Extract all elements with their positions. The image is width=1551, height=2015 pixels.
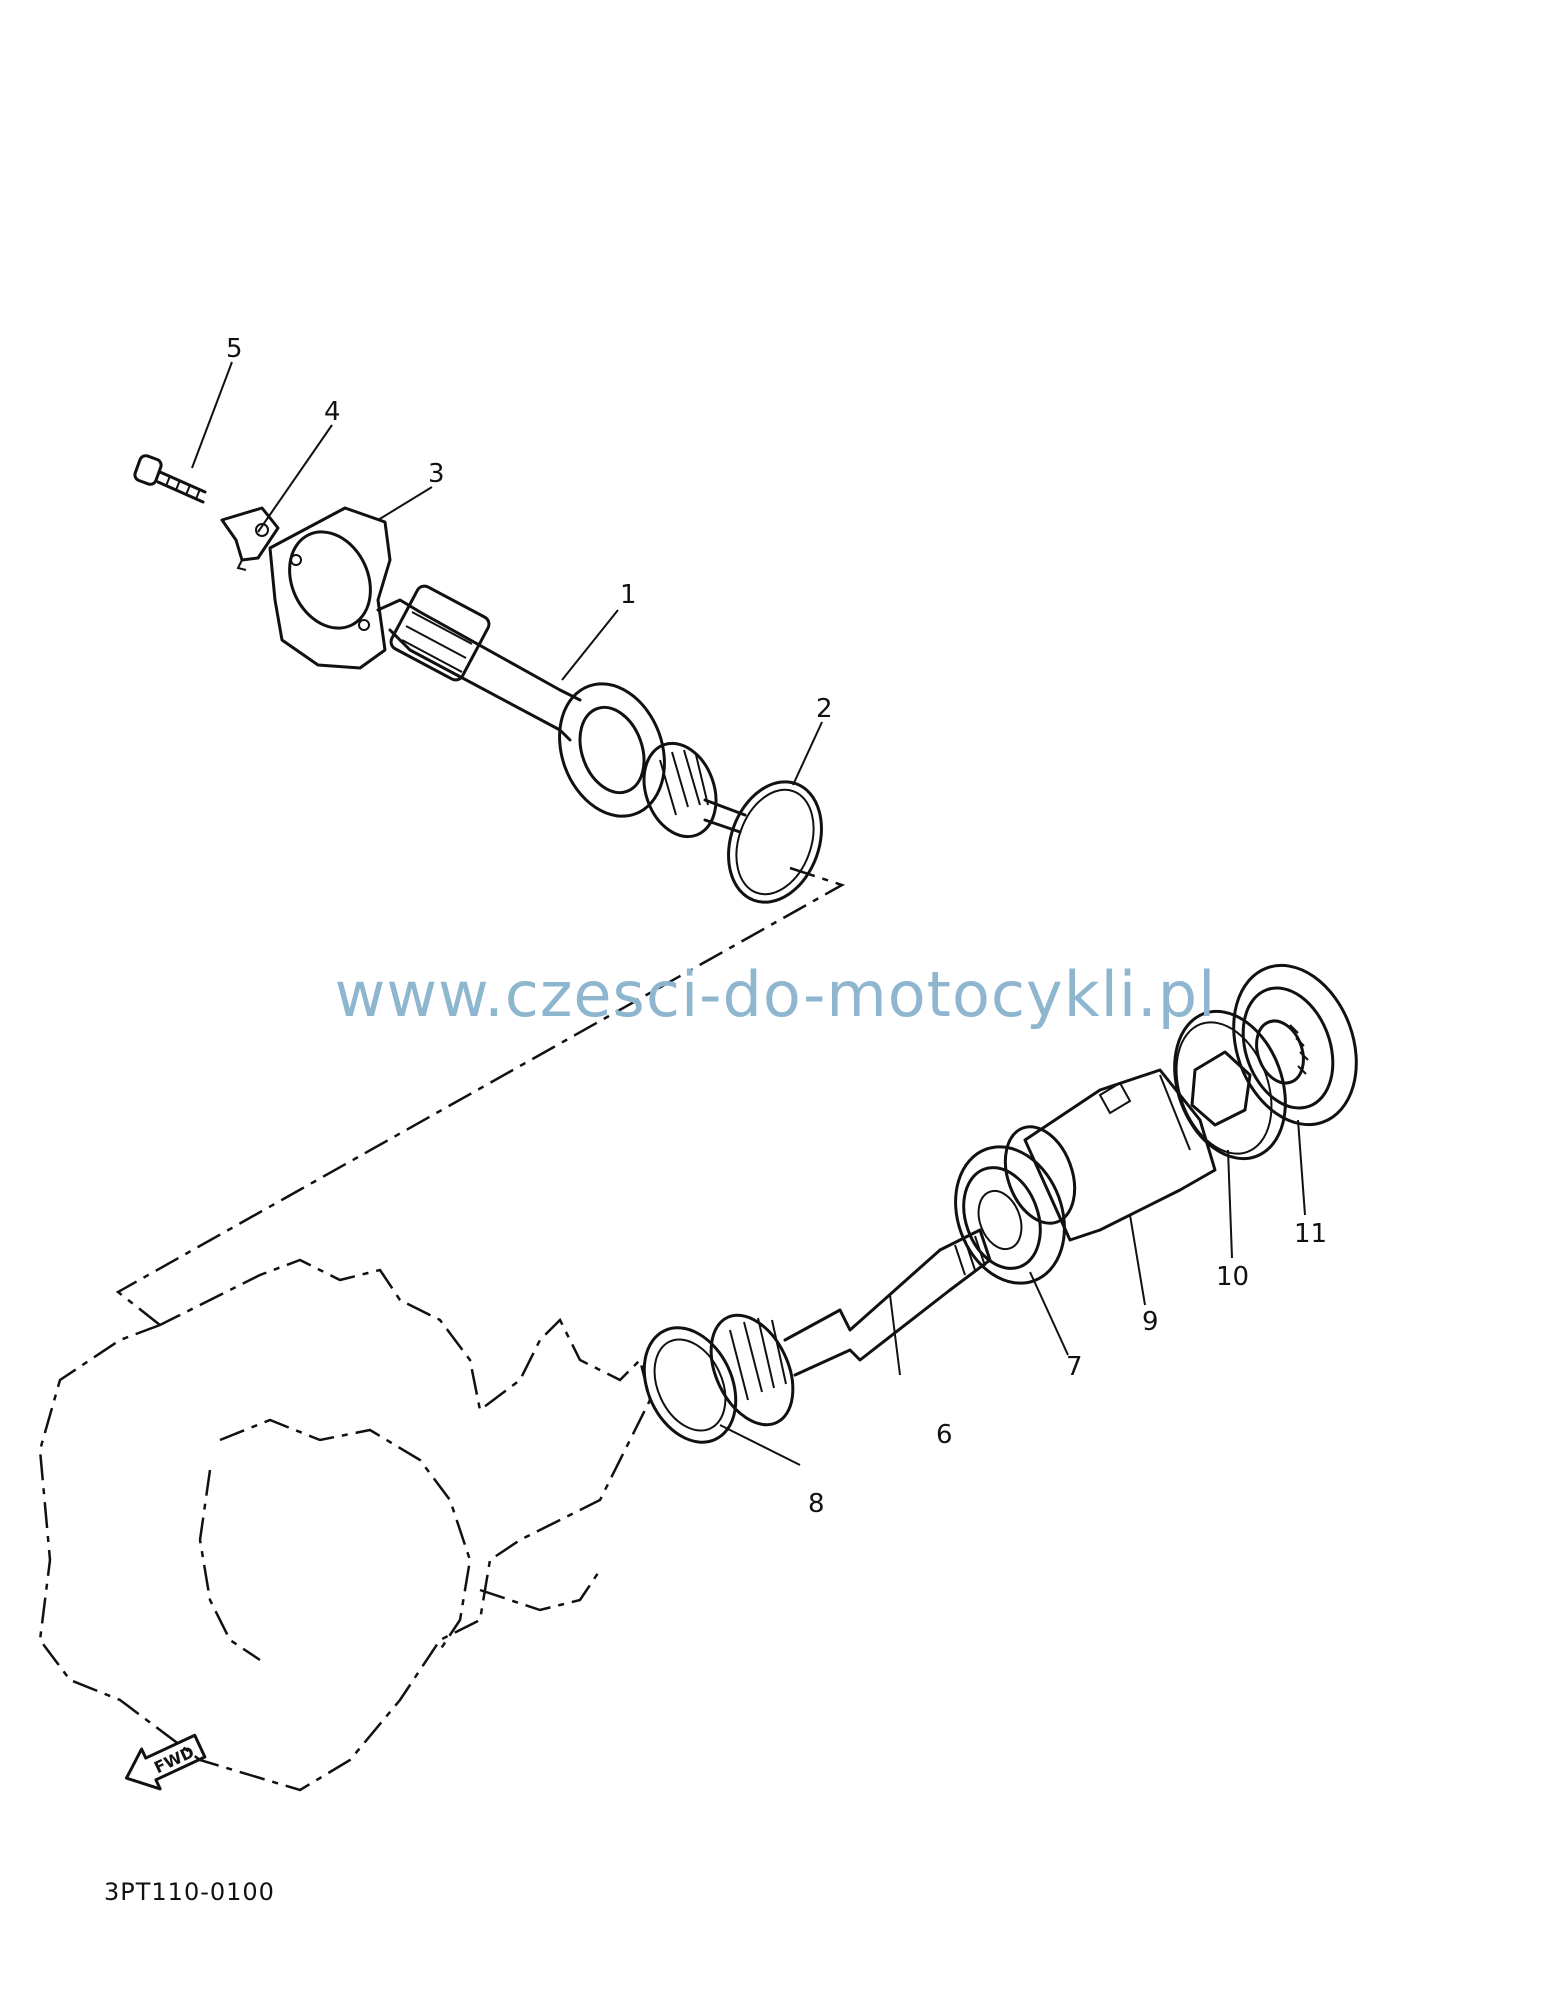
callout-11: 11 — [1294, 1219, 1327, 1249]
callout-9: 9 — [1142, 1307, 1159, 1337]
callout-3: 3 — [428, 459, 445, 489]
part-10-washer — [1173, 1009, 1287, 1161]
callout-5: 5 — [226, 334, 243, 364]
part-1-shaft — [376, 584, 747, 839]
part-11-cap — [1232, 963, 1358, 1127]
part-7-bearing — [954, 1145, 1066, 1285]
callout-8: 8 — [808, 1489, 825, 1519]
callout-7: 7 — [1066, 1352, 1083, 1382]
part-6-shaft — [709, 1228, 992, 1427]
part-3-gasket — [268, 506, 392, 670]
callouts: 5 4 3 1 2 6 7 8 9 10 11 — [226, 334, 1327, 1519]
assembly-leader-line — [115, 866, 846, 1326]
part-5-bolt — [133, 454, 207, 504]
part-8-ring — [642, 1326, 738, 1444]
engine-outline — [38, 1258, 652, 1792]
callout-4: 4 — [324, 397, 341, 427]
part-2-ring — [727, 780, 823, 904]
fwd-arrow-icon: FWD — [124, 1733, 207, 1791]
leader-lines — [191, 361, 1306, 1466]
part-4-clamp — [220, 506, 280, 571]
callout-1: 1 — [620, 580, 637, 610]
callout-2: 2 — [816, 694, 833, 724]
diagram-code: 3PT110-0100 — [104, 1878, 275, 1906]
watermark: www.czesci-do-motocykli.pl — [334, 958, 1217, 1031]
part-9-sleeve — [1003, 1068, 1217, 1242]
callout-10: 10 — [1216, 1262, 1249, 1292]
callout-6: 6 — [936, 1420, 953, 1450]
